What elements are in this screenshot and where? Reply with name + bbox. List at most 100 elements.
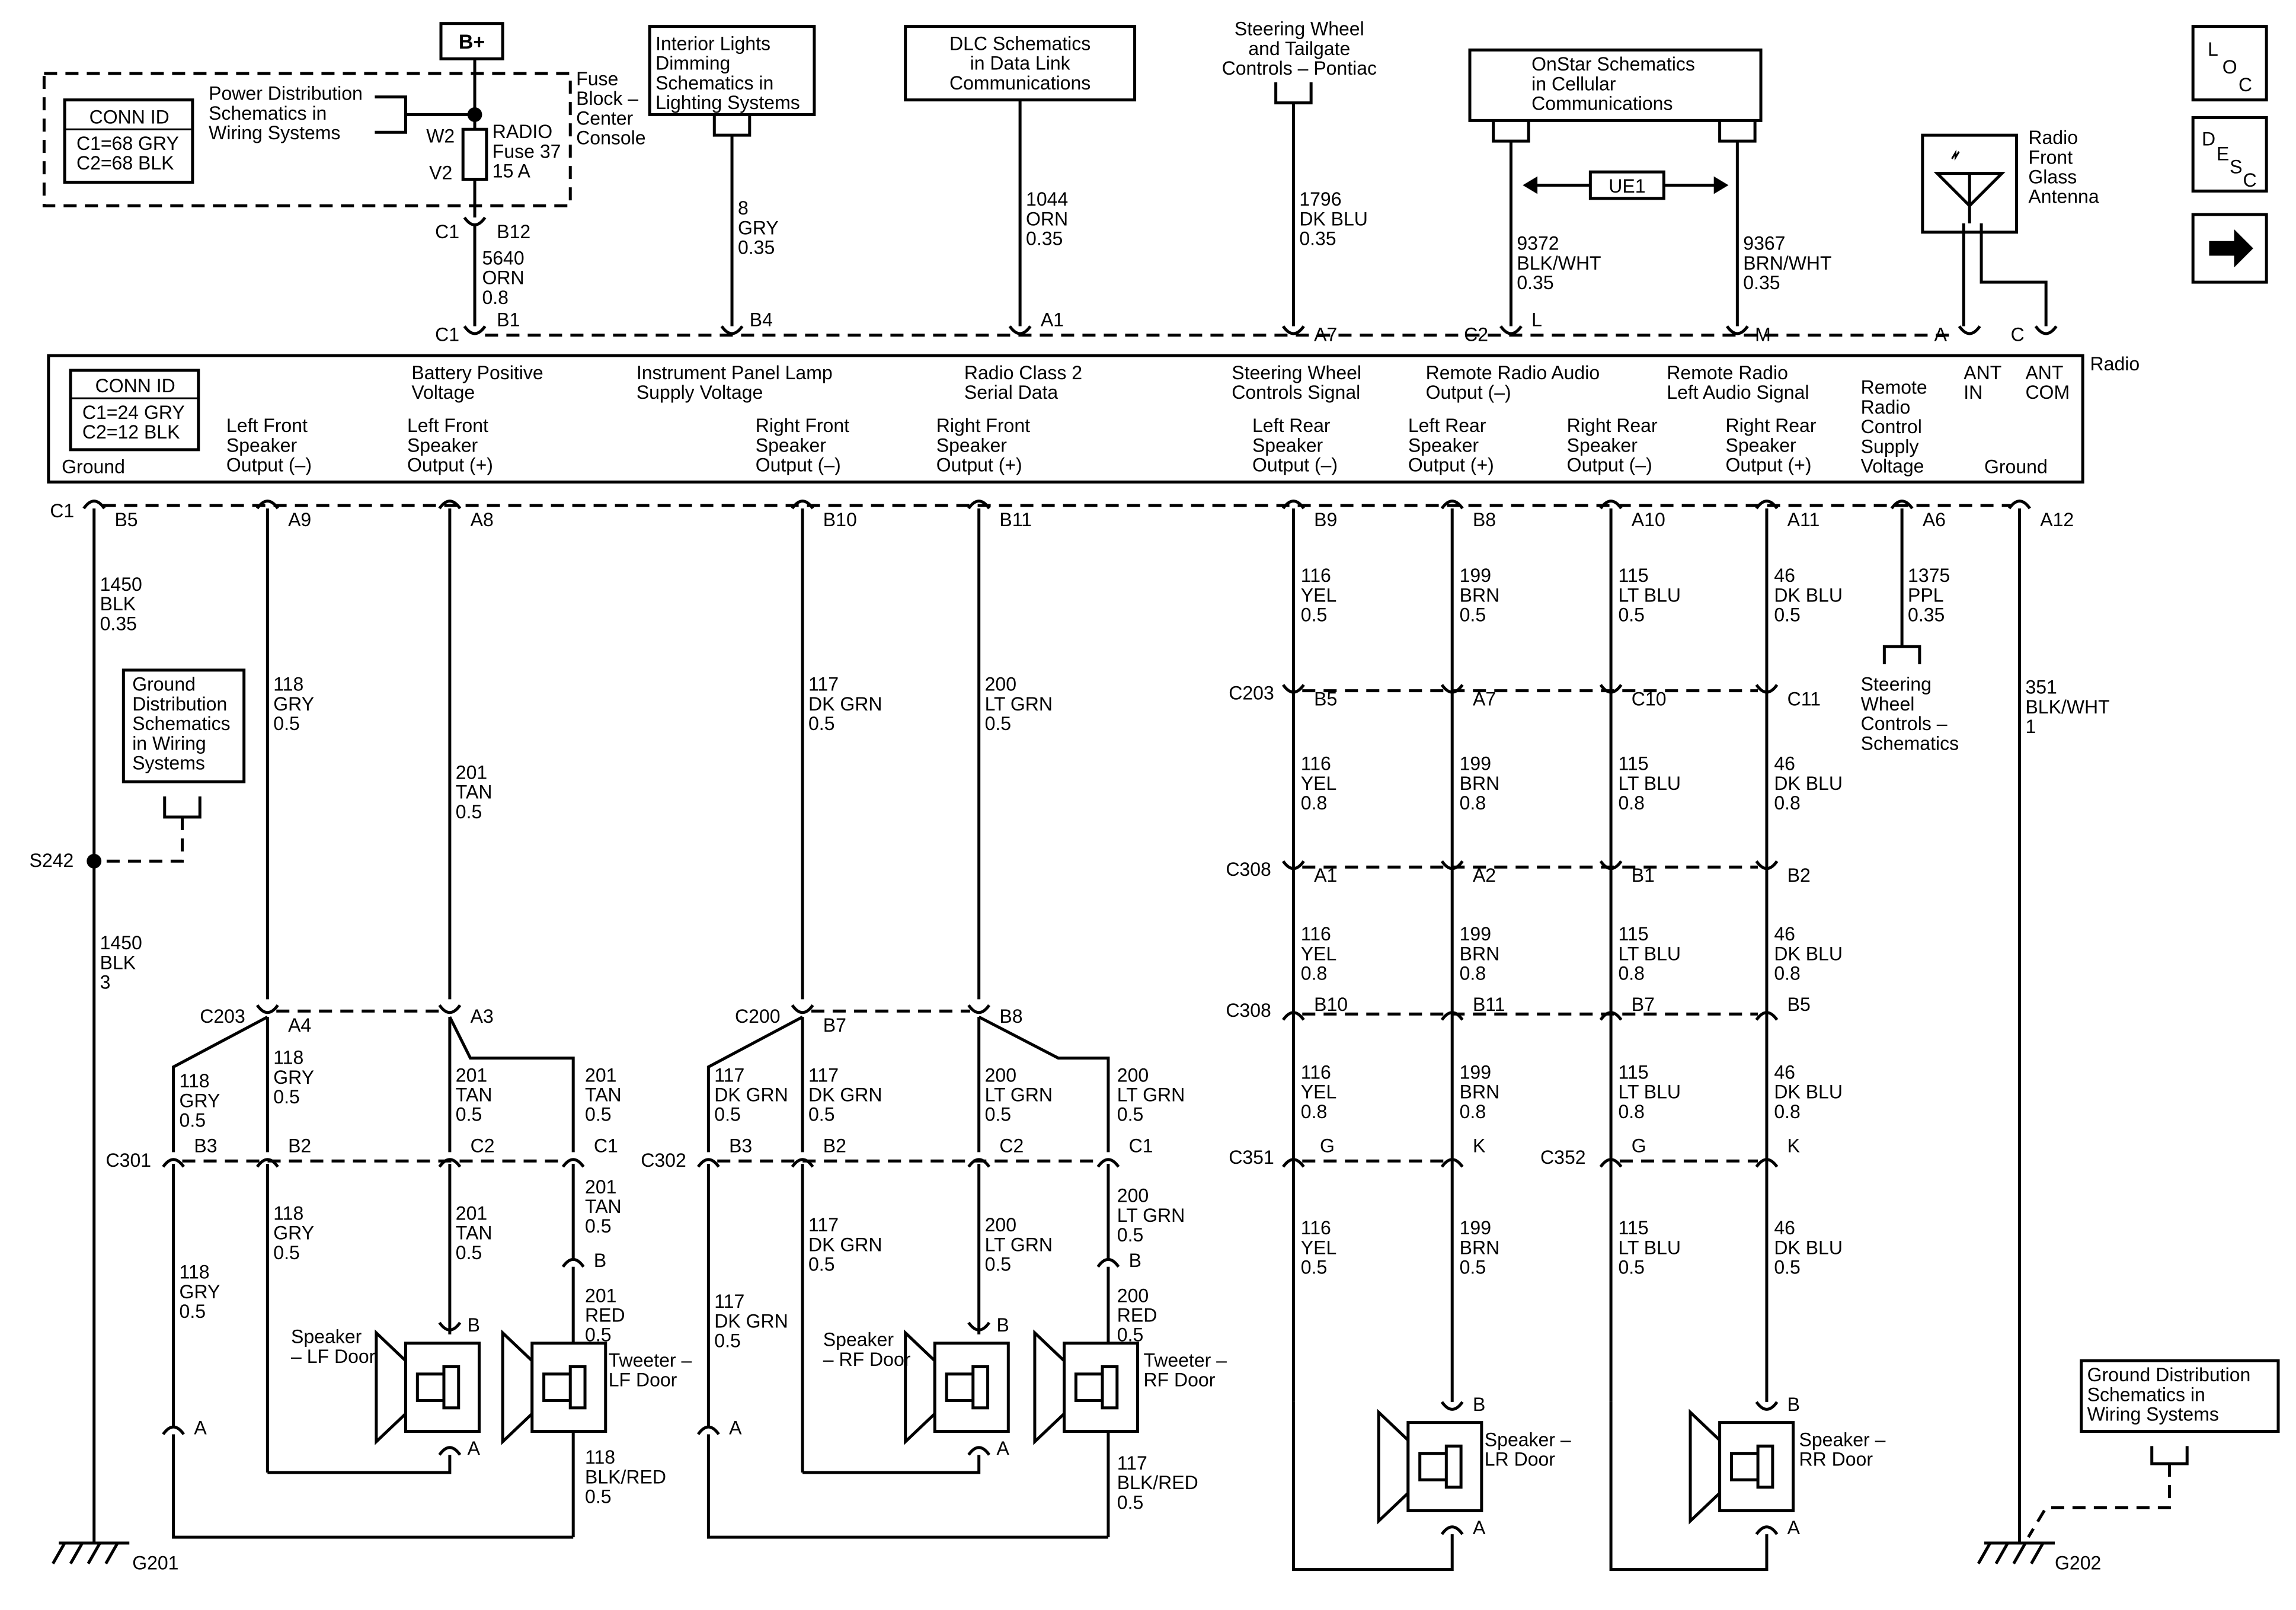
wire-label: 0.5: [1618, 604, 1644, 626]
dlc-label: Communications: [949, 72, 1091, 94]
radio-top-label: Voltage: [411, 382, 475, 403]
fuse-label: 15 A: [493, 161, 531, 182]
antenna-label: Radio: [2028, 127, 2078, 148]
radio-bottom-terminal: [82, 500, 106, 510]
wire-label: 115: [1618, 1217, 1648, 1238]
gd-link-r: [2027, 1464, 2171, 1538]
wire-label: DK BLU: [1774, 1081, 1843, 1103]
lr-return: [1291, 1401, 1454, 1571]
steering-top-label: Steering Wheel: [1235, 18, 1364, 40]
ground-g202-hatch: [2030, 1542, 2045, 1564]
radio-top-terminal: [720, 325, 744, 335]
wire-label-117: DK GRN: [808, 693, 882, 715]
conn-id-row: C2=68 BLK: [76, 152, 174, 174]
wire-label: BRN: [1460, 943, 1500, 964]
ground-dist-label: Schematics in: [2087, 1384, 2205, 1405]
radio-bottom-label: Output (–): [1252, 454, 1338, 476]
pin-label: B11: [999, 509, 1032, 530]
interior-lights-label: Lighting Systems: [655, 92, 800, 113]
radio-bottom-label: Ground: [1984, 456, 2048, 478]
wire-label-5640: 0.8: [482, 287, 508, 308]
wire-label: 0.5: [456, 1242, 482, 1263]
wire-label: 0.5: [1460, 604, 1486, 626]
desc-button[interactable]: [2191, 116, 2268, 193]
conn-c1: C1: [435, 221, 459, 242]
loc-button[interactable]: [2191, 25, 2268, 102]
ground-dist-box: [121, 668, 246, 783]
radio-bottom-label: Right Rear: [1726, 415, 1817, 436]
wire-label: 116: [1301, 1217, 1331, 1238]
splice-s242: [87, 853, 102, 869]
lf-return: [172, 1434, 574, 1539]
wire-label-1450: 0.35: [100, 613, 137, 634]
ground-dist-label: Ground Distribution: [2087, 1364, 2251, 1385]
wire-label: BRN: [1460, 773, 1500, 794]
wire-label: 118: [585, 1446, 615, 1468]
power-dist-link: [375, 95, 475, 116]
rr-return: [1609, 1401, 1769, 1571]
wire-label: 200: [1117, 1185, 1149, 1206]
radio-label: Radio: [2090, 353, 2140, 375]
wire-label: 116: [1301, 753, 1331, 774]
loc-letter: O: [2223, 56, 2237, 78]
wire-label-1450: 1450: [100, 574, 142, 595]
desc-letter: E: [2217, 143, 2229, 164]
radio-bottom-label: Output (–): [1567, 454, 1652, 476]
pin-a1: A1: [1041, 309, 1064, 331]
wire-label: 118: [273, 1202, 303, 1224]
radio-bottom-label: Voltage: [1861, 456, 1924, 477]
radio-bottom-label: Speaker: [1408, 434, 1479, 456]
speaker-rr-door-cone: [1689, 1409, 1722, 1525]
pin-label: B5: [1787, 994, 1811, 1015]
conn-c203: C203: [200, 1006, 245, 1027]
radio-bottom-label: Remote: [1861, 377, 1927, 398]
tweeter-label: RF Door: [1143, 1369, 1215, 1391]
wire-label: 0.8: [1460, 1101, 1486, 1122]
wire-label: 201: [456, 1064, 487, 1086]
c308a-terminal: [1755, 860, 1779, 870]
wire-label-117: 0.5: [808, 713, 834, 734]
wire-label-201: 201: [456, 761, 487, 783]
wire-label: LT GRN: [1117, 1205, 1185, 1226]
radio-bottom-label: Speaker: [756, 434, 827, 456]
wire-label: TAN: [456, 1222, 493, 1244]
radio-top-terminal: [1958, 325, 1981, 335]
pin-label: B10: [1314, 994, 1348, 1015]
wire-label-1796: 0.35: [1299, 228, 1336, 249]
pin-label: B2: [1787, 865, 1811, 886]
wire-label: 46: [1774, 923, 1795, 945]
ground-g202-hatch: [1977, 1542, 1992, 1564]
pin-label: A9: [288, 509, 311, 530]
wire-label-9372: 0.35: [1517, 272, 1553, 293]
conn-id-title: CONN ID: [89, 106, 170, 127]
radio-bottom-label: Right Rear: [1567, 415, 1658, 436]
ground-g201-hatch: [69, 1542, 84, 1564]
wire-ant-com: [1980, 223, 2048, 327]
radio-bottom-label: Left Rear: [1252, 415, 1331, 436]
antenna-label: Antenna: [2028, 186, 2099, 207]
wire-label: 200: [1117, 1064, 1149, 1086]
steering-top-label: Controls – Pontiac: [1222, 57, 1377, 79]
radio-bottom-label: Radio: [1861, 396, 1911, 418]
speaker-label: – RF Door: [823, 1349, 911, 1370]
onstar-box: [1468, 48, 1763, 122]
conn-c2: C2: [1464, 324, 1488, 345]
wire-label: LT GRN: [1117, 1084, 1185, 1106]
pin-label: C2: [999, 1135, 1024, 1156]
wire-label: DK BLU: [1774, 1237, 1843, 1258]
steering-tab: [1274, 82, 1313, 105]
lr-pin-b: [1440, 1401, 1464, 1411]
wire-label: YEL: [1301, 773, 1336, 794]
conn-c352: C352: [1540, 1147, 1586, 1168]
wire-label: 0.5: [808, 1104, 834, 1125]
radio-bottom-label: Right Front: [756, 415, 849, 436]
interior-lights-box: [648, 25, 816, 116]
tweeter-label: Tweeter –: [609, 1349, 692, 1371]
speaker-label: LR Door: [1485, 1449, 1556, 1470]
wire-label: 116: [1301, 1061, 1331, 1083]
pin-label: B8: [1473, 509, 1496, 530]
conn-c301: C301: [106, 1150, 152, 1171]
pin-a: A: [468, 1438, 481, 1459]
pin-label: C11: [1787, 688, 1821, 709]
wire-label: DK GRN: [808, 1084, 882, 1106]
